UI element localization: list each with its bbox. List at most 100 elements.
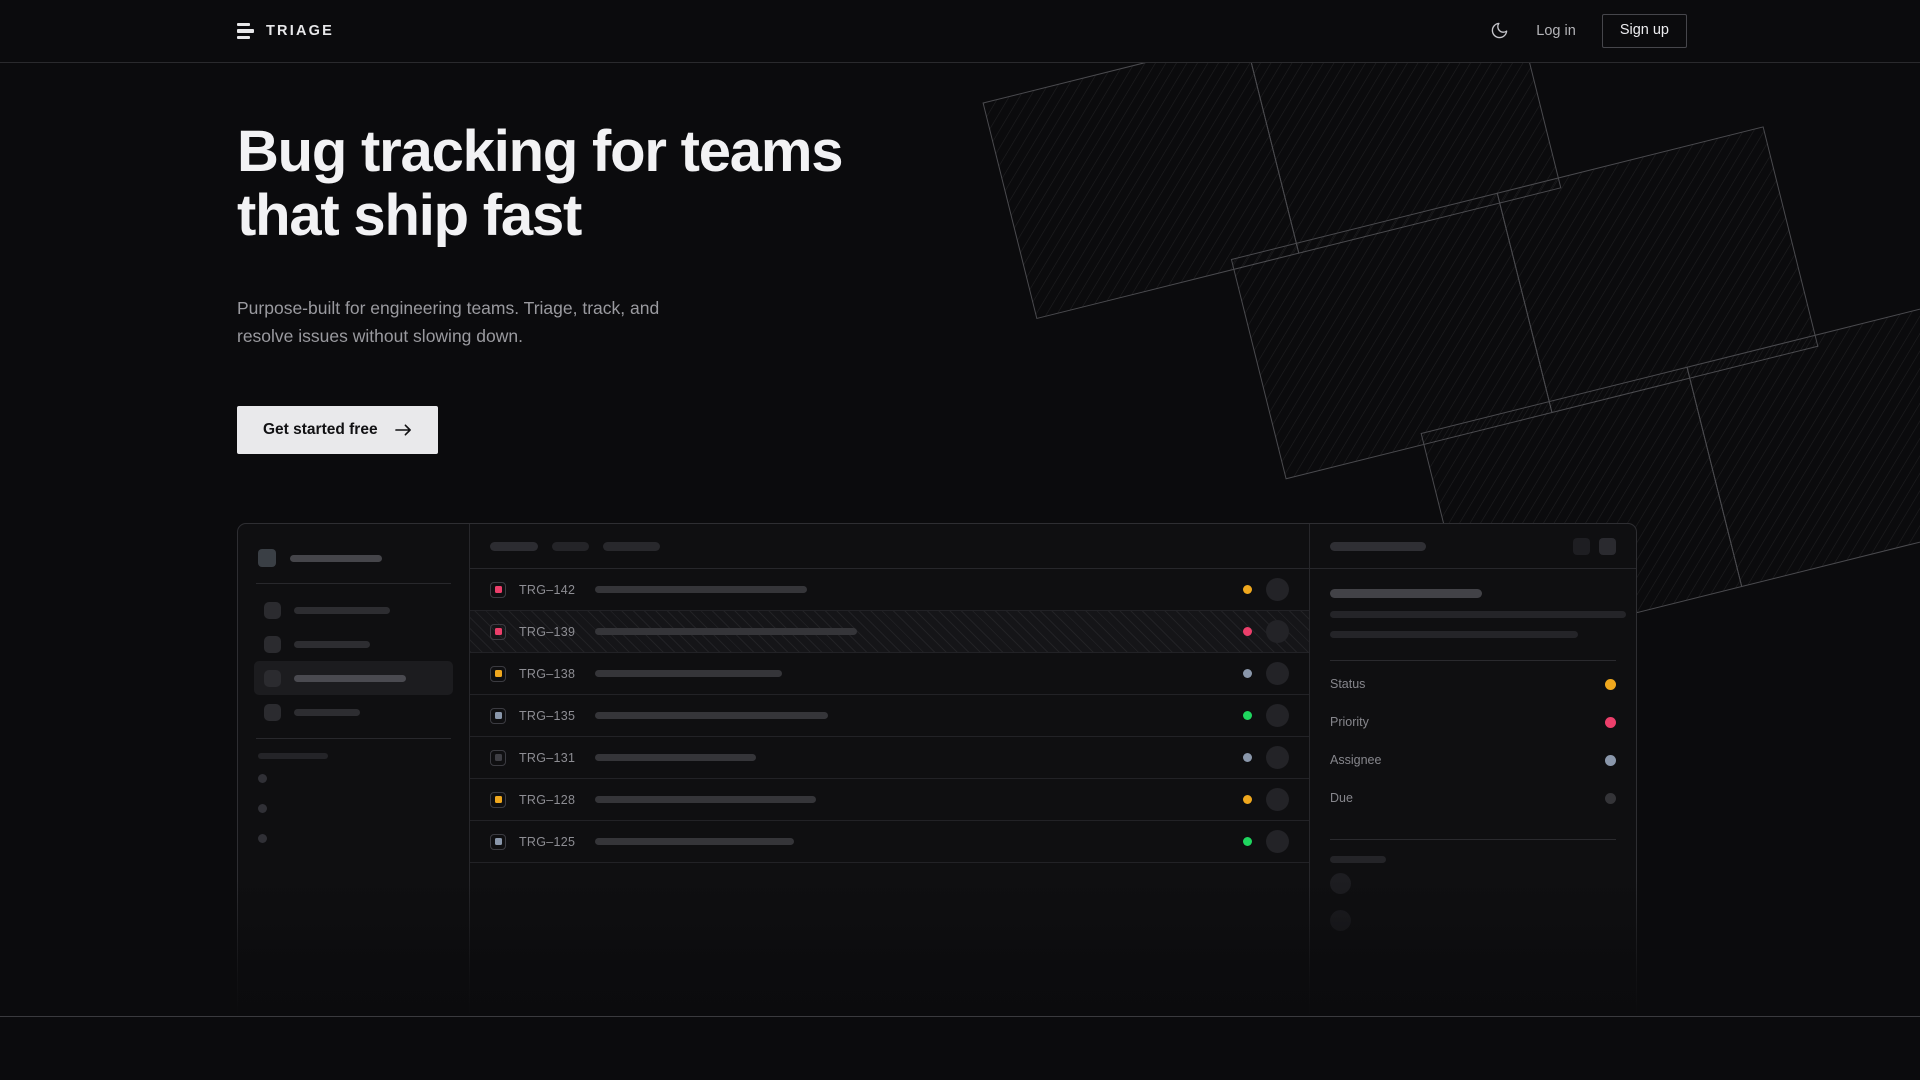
sidebar-mini-dot-icon <box>258 833 267 843</box>
priority-icon <box>490 707 506 724</box>
row-meta <box>1243 620 1289 643</box>
detail-title-placeholder <box>1330 541 1426 551</box>
table-row[interactable]: TRG–135 <box>470 695 1309 737</box>
toolbar-view-pill[interactable] <box>603 541 660 551</box>
meta-label: Due <box>1330 791 1353 805</box>
issue-title-placeholder <box>595 796 816 803</box>
meta-value-dot <box>1605 716 1616 728</box>
priority-icon <box>490 665 506 682</box>
meta-label: Status <box>1330 677 1366 691</box>
issue-title-placeholder <box>595 838 794 845</box>
avatar[interactable] <box>1266 830 1289 853</box>
issue-title-placeholder <box>595 712 828 719</box>
priority-icon <box>490 581 506 598</box>
sidebar-nav-list <box>254 593 453 729</box>
detail-body-line <box>1330 611 1626 618</box>
sidebar-section-caption <box>258 753 328 759</box>
sidebar-item-3[interactable] <box>254 661 453 695</box>
priority-icon <box>490 623 506 640</box>
avatar[interactable] <box>1266 620 1289 643</box>
login-link[interactable]: Log in <box>1536 22 1576 39</box>
priority-icon <box>490 791 506 808</box>
hero-section: Bug tracking for teams that ship fast Pu… <box>237 120 843 455</box>
issue-title-placeholder <box>595 754 756 761</box>
detail-meta-row-status[interactable]: Status <box>1330 665 1616 703</box>
avatar[interactable] <box>1330 910 1351 931</box>
avatar[interactable] <box>1266 788 1289 811</box>
table-row[interactable]: TRG–139 <box>470 611 1309 653</box>
detail-heading-placeholder <box>1330 589 1482 598</box>
panel-group-middle <box>1230 126 1819 480</box>
detail-actions <box>1573 537 1616 555</box>
sidebar-item-1[interactable] <box>254 593 453 627</box>
table-row[interactable]: TRG–138 <box>470 653 1309 695</box>
sidebar-item-2[interactable] <box>254 627 453 661</box>
issue-title-placeholder <box>595 586 807 593</box>
table-row[interactable]: TRG–128 <box>470 779 1309 821</box>
status-badge <box>1243 627 1252 636</box>
detail-meta-row-priority[interactable]: Priority <box>1330 703 1616 741</box>
sidebar-item-label <box>294 640 370 648</box>
workspace-switcher[interactable] <box>254 543 453 573</box>
sidebar-mini-item[interactable] <box>254 793 453 823</box>
toolbar-sort-pill[interactable] <box>552 541 589 551</box>
status-badge <box>1243 837 1252 846</box>
moon-icon[interactable] <box>1488 20 1510 42</box>
status-badge <box>1243 753 1252 762</box>
detail-footer-caption <box>1330 856 1386 863</box>
sidebar-item-4[interactable] <box>254 695 453 729</box>
sidebar-item-icon <box>264 703 281 721</box>
section-baseline-divider <box>0 1016 1920 1017</box>
sidebar-mini-item[interactable] <box>254 823 453 853</box>
row-meta <box>1243 578 1289 601</box>
toolbar-filter-pill[interactable] <box>490 541 538 551</box>
avatar[interactable] <box>1330 873 1351 894</box>
top-navbar: TRIAGE Log in Sign up <box>0 0 1920 63</box>
sidebar-mini-item[interactable] <box>254 763 453 793</box>
detail-divider-2 <box>1330 839 1616 840</box>
sidebar-mini-list <box>254 763 453 853</box>
avatar[interactable] <box>1266 662 1289 685</box>
get-started-button[interactable]: Get started free <box>237 406 438 455</box>
sidebar-item-label <box>294 606 390 614</box>
issue-id: TRG–139 <box>519 624 576 639</box>
table-row[interactable]: TRG–142 <box>470 569 1309 611</box>
sidebar-mini-dot-icon <box>258 803 267 813</box>
table-row[interactable]: TRG–131 <box>470 737 1309 779</box>
meta-value-dot <box>1605 792 1616 804</box>
detail-divider <box>1330 660 1616 661</box>
issue-id: TRG–138 <box>519 666 576 681</box>
row-meta <box>1243 662 1289 685</box>
signup-button[interactable]: Sign up <box>1601 14 1687 48</box>
sidebar-divider-2 <box>256 738 451 739</box>
avatar[interactable] <box>1266 578 1289 601</box>
sidebar-item-label <box>294 674 406 682</box>
detail-meta-row-due[interactable]: Due <box>1330 779 1616 817</box>
table-row[interactable]: TRG–125 <box>470 821 1309 863</box>
priority-icon <box>490 833 506 850</box>
brand-logo[interactable]: TRIAGE <box>237 22 334 40</box>
status-badge <box>1243 795 1252 804</box>
avatar[interactable] <box>1266 704 1289 727</box>
meta-value-dot <box>1605 754 1616 766</box>
issue-id: TRG–142 <box>519 582 576 597</box>
avatar[interactable] <box>1266 746 1289 769</box>
workspace-square-icon <box>258 549 276 567</box>
mockup-sidebar <box>238 524 470 1015</box>
issue-list-toolbar <box>470 524 1309 569</box>
priority-icon <box>490 749 506 766</box>
row-meta <box>1243 746 1289 769</box>
detail-meta-row-assignee[interactable]: Assignee <box>1330 741 1616 779</box>
issue-title-placeholder <box>595 628 857 635</box>
panel-action-icon[interactable] <box>1573 537 1590 555</box>
status-badge <box>1243 585 1252 594</box>
row-meta <box>1243 788 1289 811</box>
panel-action-icon[interactable] <box>1599 537 1616 555</box>
sidebar-item-icon <box>264 635 281 653</box>
